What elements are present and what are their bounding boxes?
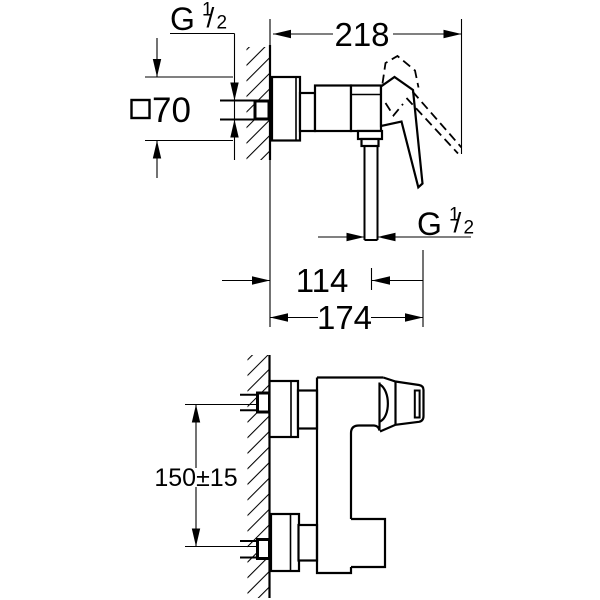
arrowhead-right-icon (346, 232, 365, 242)
dimension-body-depth: 174 (270, 250, 424, 336)
lever-handle-solid (379, 75, 424, 190)
dim-label-150: 150±15 (154, 464, 237, 492)
inlet-union-nut-bottom (256, 538, 271, 560)
g12-slash: / (454, 207, 462, 238)
g12-slash: / (207, 2, 215, 33)
plan-view: 150±15 (154, 355, 425, 598)
outlet-flange (356, 129, 384, 141)
wall-hatch-plan (247, 355, 270, 598)
lever-cap-arc (379, 383, 389, 423)
inlet-union-nut-top (256, 391, 271, 414)
arrowhead-up-icon (191, 404, 201, 423)
lever-handle-raised-dashed (381, 54, 463, 155)
label-thread-inlet: G 1 / 2 (170, 0, 239, 160)
dimension-outlet-offset: 114 (222, 262, 423, 299)
square-section-symbol (130, 98, 151, 120)
g12-numerator: 1 (449, 205, 460, 226)
arrowhead-up-icon (230, 119, 239, 138)
arrowhead-down-icon (152, 59, 162, 77)
dimension-flange-70: 70 (130, 38, 233, 178)
arrowhead-up-icon (152, 140, 162, 159)
inlet-union-nut-side (253, 99, 271, 121)
g12-letter: G (417, 206, 442, 242)
wall-flange-bottom (269, 512, 301, 573)
arrowhead-down-icon (191, 528, 201, 547)
dimension-inlet-spacing: 150±15 (154, 403, 258, 548)
shower-outlet-block (351, 517, 387, 569)
dim-label-174: 174 (317, 299, 372, 336)
arrowhead-left-icon (377, 232, 396, 242)
lever-grip-inset (413, 389, 421, 419)
extension-lines-150 (185, 403, 258, 548)
arrowhead-left-icon (372, 276, 390, 285)
dim-label-114: 114 (296, 262, 349, 299)
g12-numerator: 1 (202, 0, 213, 21)
dim-label-218: 218 (334, 16, 389, 53)
dim-label-70: 70 (152, 91, 191, 130)
label-thread-outlet: G 1 / 2 (318, 205, 475, 242)
wall-flange-top (268, 379, 300, 439)
dimension-total-depth: 218 (273, 16, 463, 154)
side-view: 218 G 1 / 2 70 G 1 / (130, 0, 475, 336)
lever-handle-plan (378, 376, 425, 433)
outlet-step (360, 137, 380, 148)
connector-side (298, 91, 317, 133)
mixer-body-plan (315, 376, 387, 575)
arrowhead-right-icon (443, 29, 462, 39)
arrowhead-right-icon (405, 313, 423, 322)
outlet-pipe (363, 146, 379, 241)
arrowhead-down-icon (230, 82, 239, 101)
arrowhead-right-icon (252, 276, 270, 285)
connector-bottom (297, 523, 319, 562)
g12-denominator: 2 (217, 13, 228, 34)
mixer-body-side (313, 84, 353, 133)
g12-denominator: 2 (464, 218, 475, 239)
arrowhead-left-icon (273, 29, 291, 39)
connector-top (296, 389, 319, 430)
cartridge-housing-side (349, 84, 383, 133)
arrowhead-left-icon (270, 313, 288, 322)
extension-lines-70 (145, 76, 233, 142)
g12-letter: G (170, 1, 195, 37)
